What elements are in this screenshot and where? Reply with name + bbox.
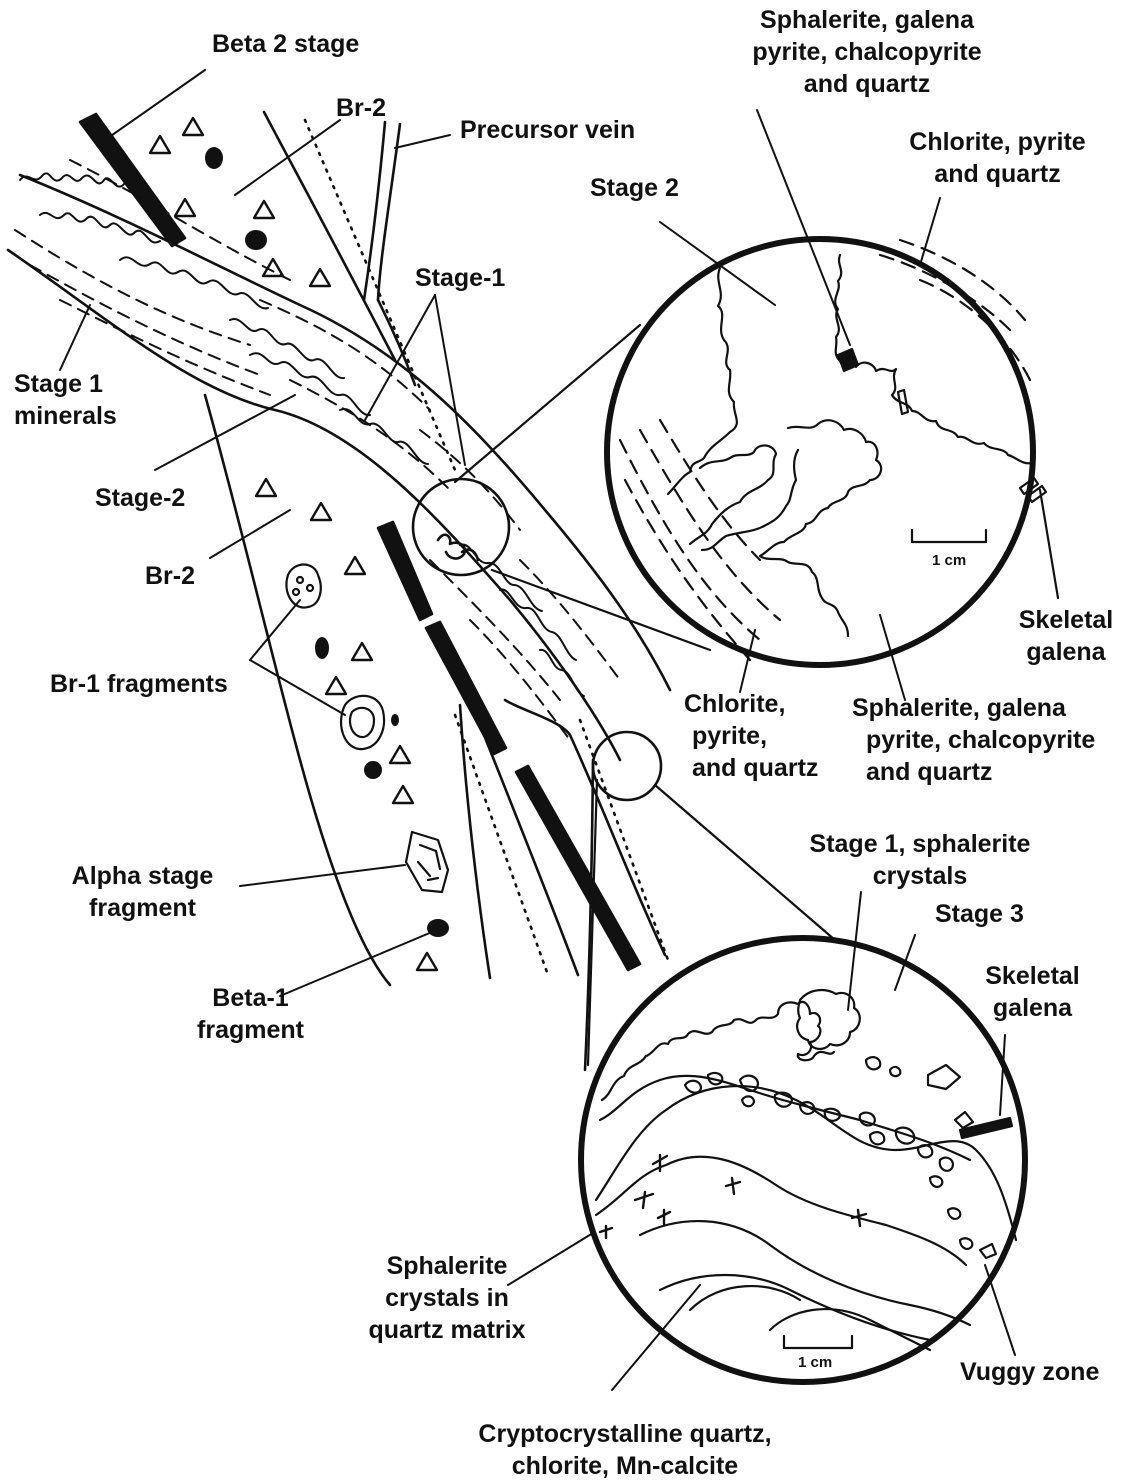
lower-inset: [581, 938, 1025, 1382]
label-upper-stage2: Stage 2: [590, 172, 679, 204]
label-beta1-fragment: Beta-1 fragment: [178, 982, 323, 1046]
label-lower-stage1-sphalerite: Stage 1, sphalerite crystals: [790, 828, 1050, 892]
dark-fragment: [245, 230, 267, 250]
breccia-triangle: [326, 677, 346, 694]
label-upper-chlorite-top: Chlorite, pyrite and quartz: [895, 126, 1100, 190]
label-lower-sphalerite-matrix: Sphalerite crystals in quartz matrix: [352, 1250, 542, 1346]
breccia-triangle: [311, 503, 331, 520]
breccia-triangle: [150, 136, 170, 153]
breccia-triangle: [256, 479, 276, 496]
dark-fragment: [205, 147, 223, 169]
upper-scale-label: 1 cm: [932, 552, 966, 569]
breccia-triangle: [352, 643, 372, 660]
label-precursor-vein: Precursor vein: [460, 114, 635, 146]
breccia-triangle: [175, 199, 195, 216]
dark-fragments: [205, 147, 449, 937]
black-dykes: [80, 114, 640, 970]
label-lower-vuggy-zone: Vuggy zone: [960, 1356, 1099, 1388]
dark-fragment: [315, 637, 329, 659]
dark-fragment: [364, 761, 382, 779]
label-stage1-minerals: Stage 1 minerals: [14, 368, 117, 432]
label-br1-fragments: Br-1 fragments: [50, 668, 228, 700]
label-upper-minerals-bottom: Sphalerite, galena pyrite, chalcopyrite …: [852, 692, 1095, 788]
breccia-triangle: [183, 118, 203, 135]
label-stage1-top: Stage-1: [415, 262, 505, 294]
label-upper-skeletal-galena: Skeletal galena: [1006, 604, 1126, 668]
dark-fragment: [427, 919, 449, 937]
upper-zoom-circle: [413, 479, 509, 575]
label-br2-left: Br-2: [145, 560, 195, 592]
label-br2-top: Br-2: [336, 92, 386, 124]
breccia-triangle: [390, 746, 410, 763]
lower-scale-label: 1 cm: [798, 1354, 832, 1371]
label-lower-skeletal-galena: Skeletal galena: [970, 960, 1095, 1024]
label-upper-chlorite-bottom: Chlorite, pyrite, and quartz: [684, 688, 818, 784]
breccia-triangle: [417, 953, 437, 970]
label-alpha-fragment: Alpha stage fragment: [60, 860, 225, 924]
label-stage2-left: Stage-2: [95, 482, 185, 514]
breccia-triangle: [393, 786, 413, 803]
label-lower-crypto: Cryptocrystalline quartz, chlorite, Mn-c…: [455, 1418, 795, 1482]
lower-zoom-circle: [593, 732, 661, 800]
dark-fragment: [391, 714, 399, 726]
label-lower-stage3: Stage 3: [935, 898, 1024, 930]
alpha-fragment-shape: [406, 832, 448, 892]
breccia-triangle: [345, 557, 365, 574]
breccia-triangle: [310, 269, 330, 286]
label-upper-minerals-top: Sphalerite, galena pyrite, chalcopyrite …: [722, 4, 1012, 100]
label-beta2-stage: Beta 2 stage: [212, 28, 359, 60]
breccia-triangle: [254, 201, 274, 218]
